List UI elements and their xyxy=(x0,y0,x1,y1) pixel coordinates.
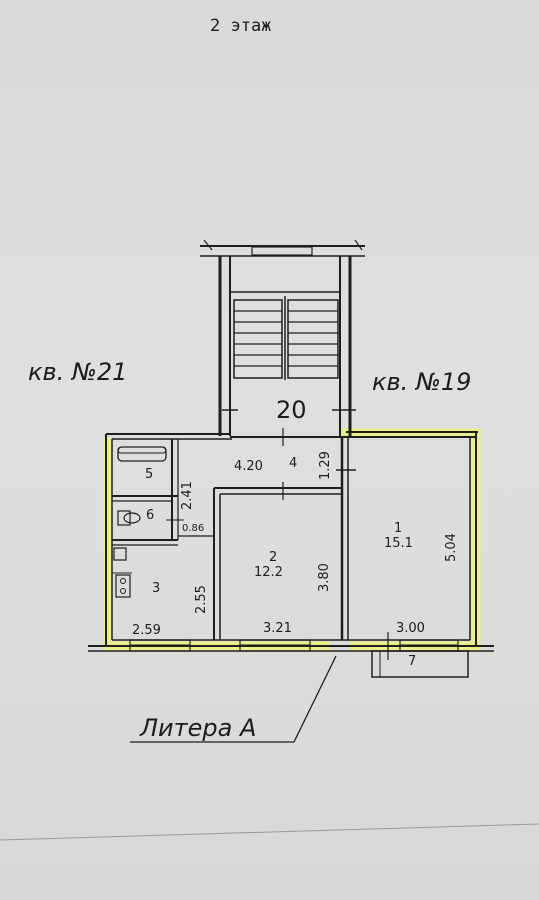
room-6-number: 6 xyxy=(146,508,155,523)
dim-kitchen-length: 2.55 xyxy=(194,585,209,614)
room-2-area: 12.2 xyxy=(254,565,283,580)
dim-room6-width: 0.86 xyxy=(182,523,205,534)
room-1-number: 1 xyxy=(394,521,403,536)
room-3-number: 3 xyxy=(152,581,161,596)
dim-hall-length: 4.20 xyxy=(234,459,263,474)
dim-hall-width: 1.29 xyxy=(318,451,333,480)
litera-leader xyxy=(130,655,337,743)
staircase xyxy=(200,239,365,436)
floor-title: 2 этаж xyxy=(210,16,272,36)
dim-kitchen-width: 2.59 xyxy=(132,623,161,638)
stair-number: 20 xyxy=(276,396,307,424)
room-4-number: 4 xyxy=(289,456,298,471)
apartment-21-label: кв. №21 xyxy=(28,358,128,386)
room-1-area: 15.1 xyxy=(384,536,413,551)
apartment-19-label: кв. №19 xyxy=(372,368,472,396)
dim-room2-length: 3.80 xyxy=(317,563,332,592)
paper-edge xyxy=(0,823,539,841)
dim-room1-width: 3.00 xyxy=(396,621,425,636)
room-2-number: 2 xyxy=(269,550,278,565)
dim-room2-width: 3.21 xyxy=(263,621,292,636)
litera-label: Литера А xyxy=(140,714,257,742)
dim-room1-length: 5.04 xyxy=(444,533,459,562)
dim-room5-length: 2.41 xyxy=(180,481,195,510)
room-5-number: 5 xyxy=(145,467,154,482)
room-7-number: 7 xyxy=(408,654,417,669)
apartment-walls xyxy=(88,428,494,678)
